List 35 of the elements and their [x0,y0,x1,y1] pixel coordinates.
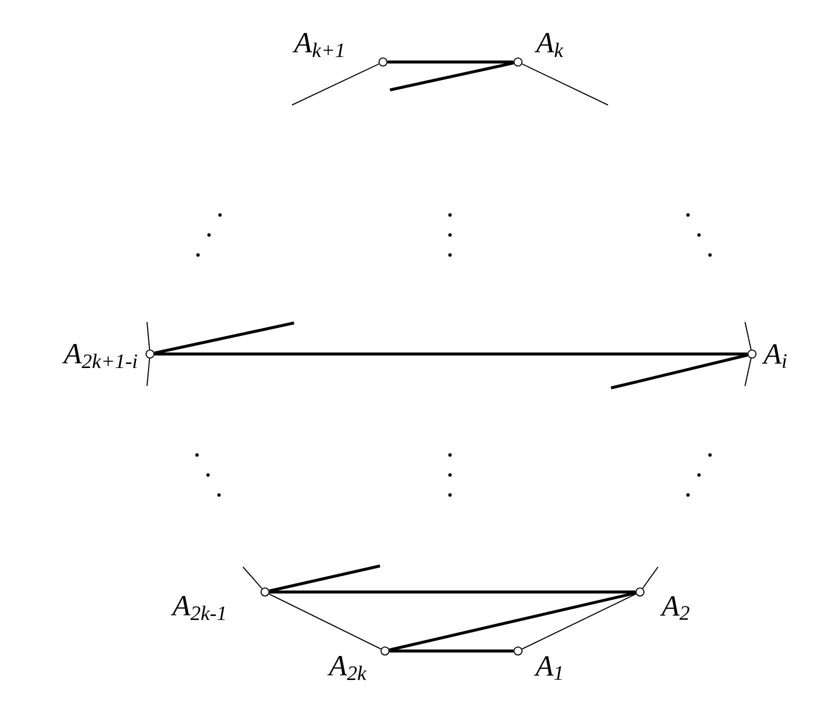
line [522,63,608,106]
vertex-label: A$_{1}$ [534,656,562,680]
line [154,352,748,356]
vertex-label: A$_{2k-1}$ [170,596,225,620]
vertex-label: A$_{k}$ [534,32,564,58]
line [269,564,380,592]
vertex-circle [260,587,270,597]
line [390,650,514,652]
line [146,358,150,386]
line [610,354,748,390]
line [242,566,262,589]
line [642,566,658,589]
line [388,60,514,64]
line [268,594,382,650]
line [154,322,294,354]
vertex-label: A$_{2}$ [660,596,690,620]
vertex-circle [378,57,388,67]
vertex-circle [145,349,155,359]
vertex-circle [513,57,523,67]
vertex-circle [513,646,523,656]
vertex-label: A$_{i}$ [762,344,787,368]
vertex-circle [747,349,757,359]
vertex-circle [380,646,390,656]
vertex-label: A$_{2k+1-i}$ [62,344,138,368]
line [744,322,752,350]
line [744,358,752,386]
vertex-label: A$_{k+1}$ [292,32,344,58]
line [390,62,514,92]
line [292,63,380,106]
line [522,593,636,650]
line [146,322,150,350]
vertex-circle [635,587,645,597]
line [270,590,636,594]
line [389,592,636,652]
vertex-label: A$_{2k}$ [327,656,367,680]
